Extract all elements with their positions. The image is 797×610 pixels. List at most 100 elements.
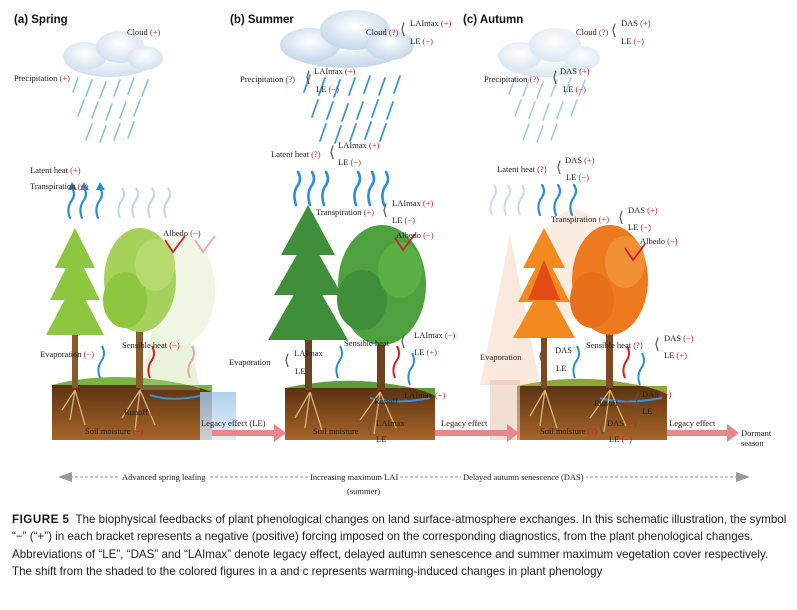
summer-panel: [268, 10, 435, 440]
summer-precip-a: LAImax (+): [314, 66, 356, 76]
autumn-dormant-label: Dormant season: [741, 428, 772, 448]
autumn-sensible-label: Sensible heat (?): [586, 340, 643, 350]
summer-runoff-label: Runoff: [374, 396, 398, 406]
autumn-deciduous: [570, 225, 648, 388]
autumn-precip-b: LE (−): [563, 84, 586, 94]
caption-label: FIGURE 5: [12, 513, 70, 526]
autumn-cloud-label: Cloud (?): [576, 27, 609, 37]
autumn-legacy-label: Legacy effect: [669, 418, 716, 428]
autumn-soil-label: Soil moisture (?): [540, 426, 598, 436]
autumn-latent-brace: ⟨: [556, 158, 562, 176]
spring-evap-label: Evaporation (−): [40, 349, 95, 359]
summer-transp-brace: ⟨: [382, 201, 388, 219]
autumn-sensible-brace: ⟨: [654, 335, 660, 353]
autumn-conifer: [513, 228, 575, 388]
legacy-arrows: [212, 424, 739, 442]
summer-cloud-brace: ⟨: [400, 20, 406, 38]
timeline-middle-label: Increasing maximum LAI: [308, 472, 401, 482]
autumn-precip-brace: ⟨: [552, 68, 558, 86]
spring-legacy-label: Legacy effect (LE): [201, 418, 266, 428]
autumn-transp-b: LE (−): [628, 222, 651, 232]
summer-soil-b: LE: [376, 434, 387, 444]
autumn-runoff-brace: ⟨: [634, 390, 640, 408]
autumn-latent-label: Latent heat (?): [497, 164, 547, 174]
spring-latent-label: Latent heat (+): [30, 165, 81, 175]
autumn-rain: [508, 77, 586, 143]
summer-legacy-label: Legacy effect: [441, 418, 488, 428]
spring-precip-label: Precipitation (+): [14, 73, 71, 83]
autumn-latent-b: LE (−): [566, 172, 589, 182]
spring-rain: [72, 77, 149, 143]
summer-cloud: [280, 10, 414, 68]
summer-cloud-label: Cloud (?): [366, 27, 399, 37]
autumn-sensible-b: LE (+): [664, 350, 687, 360]
summer-albedo-label: Albedo (−): [396, 230, 434, 240]
timeline-right-label: Delayed autumn senescence (DAS): [461, 472, 586, 482]
summer-conifer: [268, 205, 348, 390]
summer-latent-brace: ⟨: [329, 143, 335, 161]
summer-sensible-b: LE (+): [414, 347, 437, 357]
spring-deciduous: [103, 228, 176, 388]
autumn-albedo-label: Albedo (−): [640, 236, 678, 246]
summer-sensible-a: LAImax (−): [414, 330, 456, 340]
autumn-runoff-a: DAS (−): [642, 389, 672, 399]
autumn-cloud-b: LE (−): [621, 36, 644, 46]
spring-title: (a) Spring: [14, 14, 68, 26]
autumn-evap-label: Evaporation: [480, 352, 522, 362]
timeline-left-label: Advanced spring leafing: [120, 472, 208, 482]
autumn-transp-brace: ⟨: [618, 208, 624, 226]
autumn-transp-label: Transpiration (+): [551, 214, 610, 224]
spring-transp-label: Transpiration (+): [30, 181, 89, 191]
summer-soil-label: Soil moisture: [313, 426, 359, 436]
autumn-sensible-a: DAS (−): [664, 333, 694, 343]
autumn-cloud: [498, 28, 600, 77]
autumn-title: (c) Autumn: [463, 14, 524, 26]
illustration: [46, 10, 750, 482]
summer-precip-brace: ⟨: [305, 68, 311, 86]
summer-evap-label: Evaporation: [229, 357, 271, 367]
summer-transp-b: LE (−): [392, 215, 415, 225]
spring-runoff-label: Runoff (−): [124, 407, 161, 417]
summer-latent-a: LAImax (+): [338, 140, 380, 150]
summer-title: (b) Summer: [230, 14, 294, 26]
autumn-precip-a: DAS (+): [560, 66, 590, 76]
timeline-middle-sub: (summer): [347, 486, 381, 496]
summer-evap-brace: ⟨: [284, 351, 290, 369]
summer-deciduous: [337, 225, 426, 390]
spring-albedo-label: Albedo (−): [163, 228, 201, 238]
autumn-transp-a: DAS (+): [628, 205, 658, 215]
summer-latent-label: Latent heat (?): [271, 149, 321, 159]
summer-sensible-brace: ⟨: [400, 332, 406, 350]
autumn-soil-brace: ⟨: [599, 418, 605, 436]
summer-precip-label: Precipitation (?): [240, 74, 295, 84]
autumn-evap-b: LE: [556, 363, 567, 373]
autumn-precip-label: Precipitation (?): [484, 74, 539, 84]
summer-transp-label: Transpiration (+): [316, 207, 375, 217]
autumn-runoff-b: LE (−): [642, 406, 665, 416]
summer-transp-a: LAImax (+): [392, 198, 434, 208]
summer-runoff-a: LAImax (−): [404, 390, 446, 400]
summer-soil-brace: ⟨: [367, 419, 373, 437]
summer-evap-b: LE: [295, 366, 306, 376]
autumn-soil-b: LE (−): [609, 434, 632, 444]
summer-soil-a: LAImax: [376, 418, 405, 428]
summer-cloud-b: LE (−): [410, 36, 433, 46]
caption-text: The biophysical feedbacks of plant pheno…: [12, 513, 787, 578]
autumn-runoff-label: Runoff (?): [594, 398, 630, 408]
autumn-cloud-brace: ⟨: [611, 21, 617, 39]
spring-cloud-label: Cloud (+): [127, 27, 161, 37]
autumn-evap-a: DAS: [555, 345, 573, 355]
summer-evap-a: LAImax: [294, 348, 323, 358]
autumn-latent-a: DAS (+): [565, 155, 595, 165]
spring-soil-label: Soil moisture (−): [85, 426, 144, 436]
summer-rain: [303, 74, 401, 144]
summer-sensible-label: Sensible heat: [344, 338, 390, 348]
spring-cloud: [63, 31, 163, 77]
spring-sensible-label: Sensible heat (−): [122, 340, 180, 350]
autumn-cloud-a: DAS (+): [621, 18, 651, 28]
spring-panel: [46, 31, 236, 440]
spring-conifer: [46, 228, 104, 388]
summer-precip-b: LE (−): [316, 84, 339, 94]
